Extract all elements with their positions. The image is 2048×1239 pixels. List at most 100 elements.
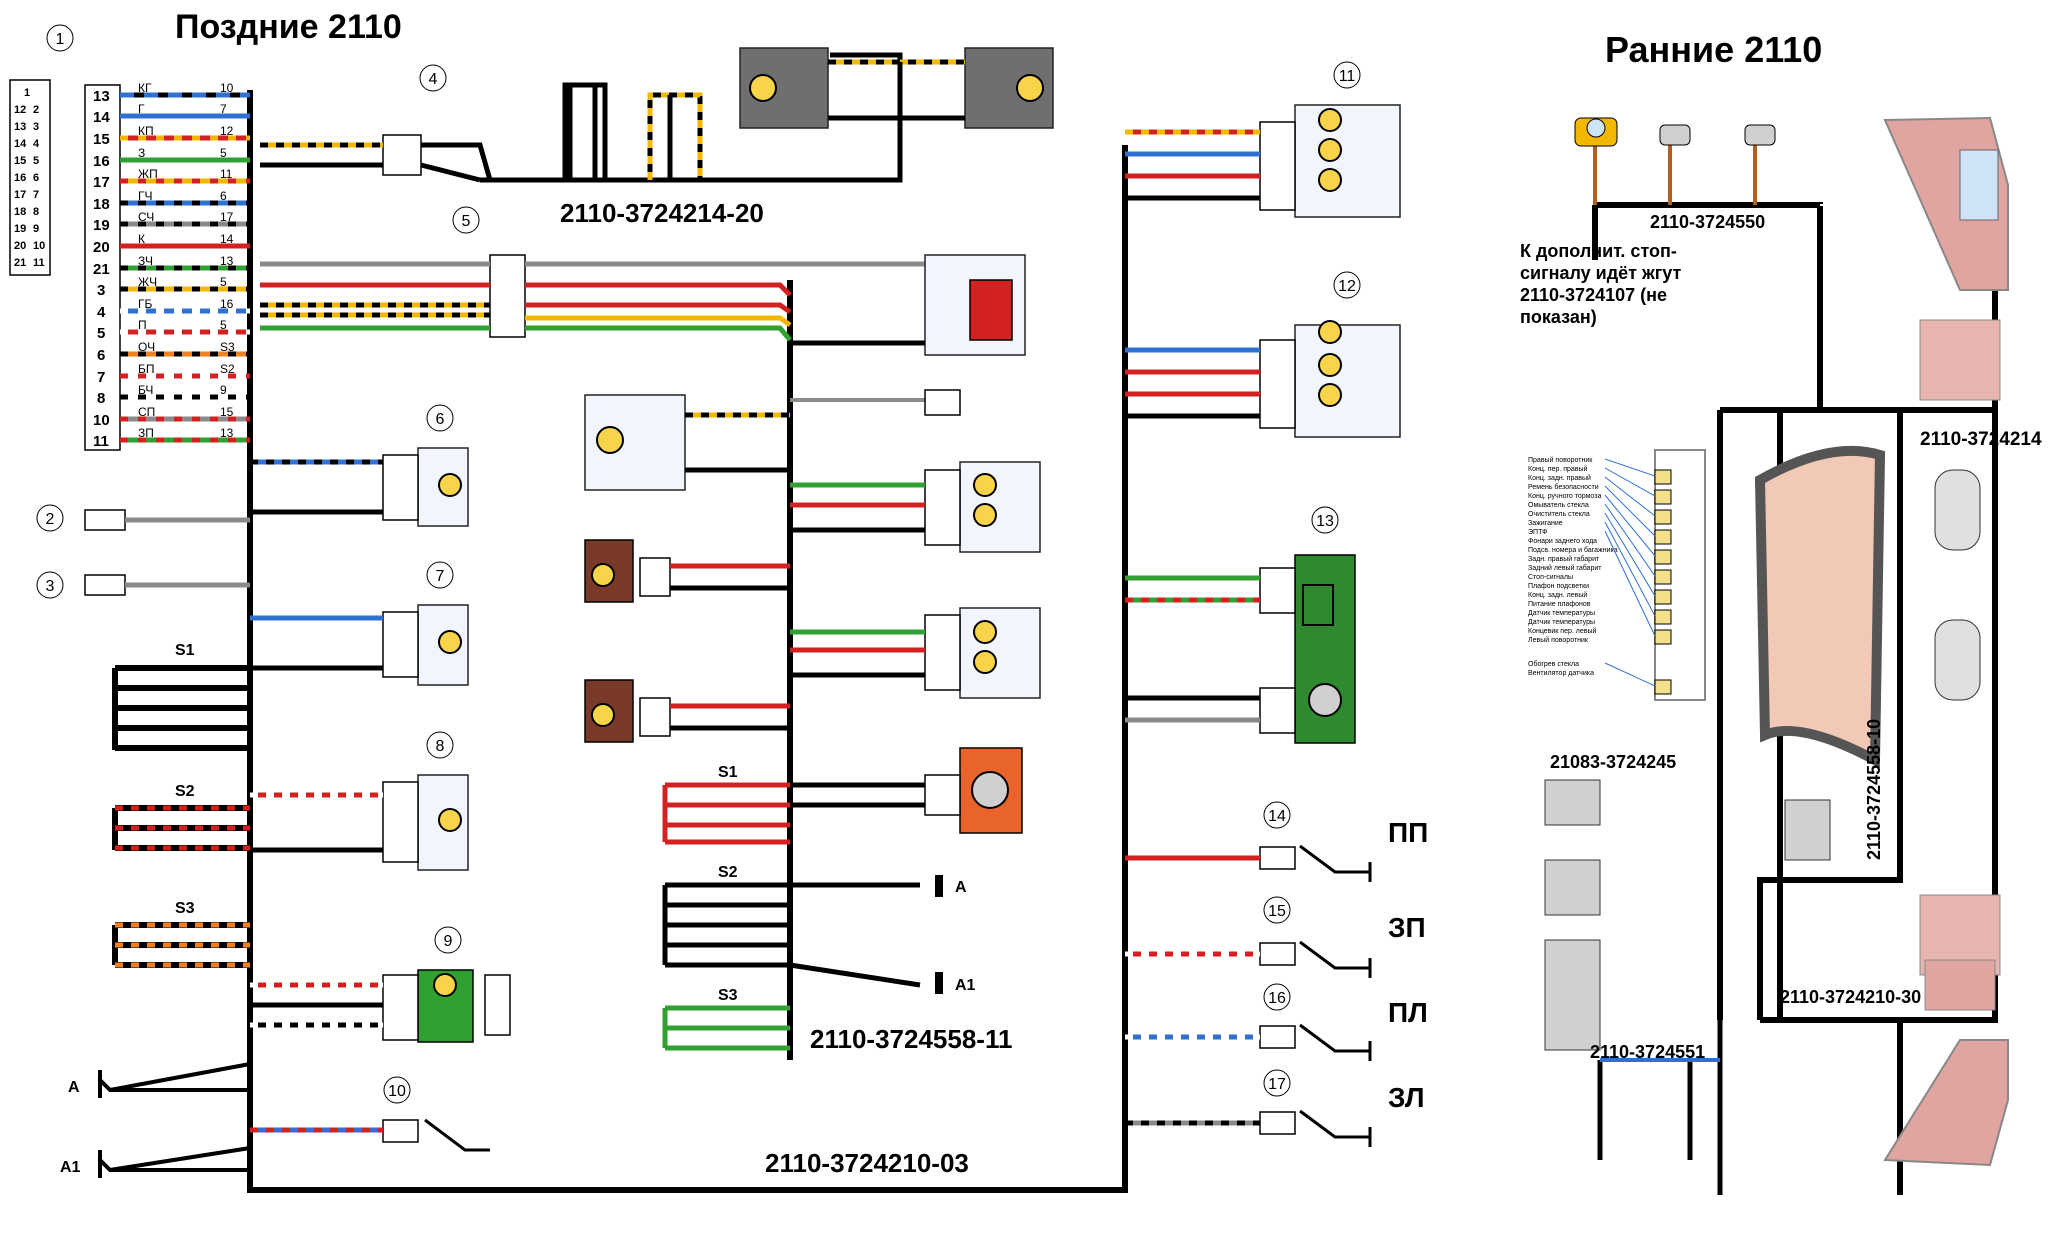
legend-item: Фонари заднего хода (1528, 538, 1597, 545)
grid-pin: 14 (14, 138, 27, 150)
pin-label: 6 (97, 347, 105, 364)
legend-item: Концевик пер. левый (1528, 627, 1596, 635)
late-title: Поздние 2110 (175, 8, 402, 46)
switch-pp: ПП (1388, 817, 1428, 848)
harness-code-early-d: 21083-3724245 (1550, 752, 1676, 772)
legend-item: Задн. правый габарит (1528, 555, 1600, 563)
wire-dest: 10 (220, 81, 234, 95)
early-title: Ранние 2110 (1605, 29, 1822, 70)
wire-code: ЖП (138, 167, 158, 181)
harness-code-early-b: 2110-3724214 (1920, 429, 2042, 450)
wire-code: Г (138, 102, 145, 116)
wire-dest: 11 (220, 167, 233, 181)
pin-label: 8 (97, 390, 105, 407)
connector-1-grid (9, 79, 51, 276)
switch-zp: ЗП (1388, 912, 1426, 943)
wire-dest: S2 (220, 362, 235, 376)
legend-item: Правый поворотник (1528, 456, 1593, 464)
component-number: 9 (444, 933, 453, 950)
wire-code: КГ (138, 81, 152, 95)
harness-code-early-a: 2110-3724550 (1650, 212, 1765, 232)
wire-code: ЖЧ (138, 275, 157, 289)
component-number: 7 (436, 568, 445, 585)
wire-code: К (138, 232, 145, 246)
legend-item: Обогрев стекла (1528, 660, 1579, 668)
legend-item: Задний левый габарит (1528, 564, 1602, 572)
wire-code: КП (138, 124, 154, 138)
pin-label: 5 (97, 325, 105, 342)
component-number: 14 (1268, 808, 1286, 825)
component-number: 16 (1268, 990, 1286, 1007)
component-number: 1 (56, 31, 65, 48)
pin-label: 13 (93, 88, 110, 105)
grid-pin: 2 (33, 104, 39, 116)
early-harness (1544, 116, 2009, 1195)
wire-code: БЧ (138, 383, 153, 397)
wire-dest: 6 (220, 189, 227, 203)
pin-label: 3 (97, 282, 105, 299)
component-number: 3 (46, 578, 55, 595)
wire-code: ГБ (138, 297, 152, 311)
harness-code-middle: 2110-3724558-11 (810, 1024, 1012, 1054)
pin-label: 20 (93, 239, 110, 256)
wire-code: СЧ (138, 210, 154, 224)
legend-item: Зажигание (1528, 520, 1563, 527)
splice-s3: S3 (175, 900, 195, 917)
wire-code: СП (138, 405, 155, 419)
wire-code: ЗП (138, 426, 154, 440)
grid-pin: 15 (14, 155, 26, 167)
pin-label: 16 (93, 153, 110, 170)
grid-pin: 10 (33, 240, 45, 252)
component-number: 4 (429, 71, 438, 88)
grid-pin: 12 (14, 104, 26, 116)
grid-pin: 4 (33, 138, 40, 150)
pin-label: 4 (97, 304, 106, 321)
legend-item: Датчик температуры (1528, 619, 1595, 626)
grid-pin: 13 (14, 121, 26, 133)
pin-label: 11 (93, 433, 109, 450)
component-number: 5 (462, 213, 471, 230)
wire-code: ОЧ (138, 340, 155, 354)
legend-item: Подсв. номера и багажника (1528, 546, 1618, 554)
grid-pin: 9 (33, 223, 39, 235)
connector-1 (84, 84, 121, 451)
pin-label: 14 (93, 109, 110, 126)
pin-label: 19 (93, 217, 110, 234)
pin-label: 10 (93, 412, 110, 429)
wire-code: П (138, 318, 147, 332)
component-number: 12 (1338, 278, 1356, 295)
splice-s1: S1 (175, 642, 195, 659)
switch-zl: ЗЛ (1388, 1082, 1425, 1113)
wire-dest: 13 (220, 254, 234, 268)
splice-s1-bus: S1 (718, 764, 738, 781)
component-number: 10 (388, 1083, 406, 1100)
legend-item: Конц. задн. правый (1528, 474, 1591, 482)
grid-pin: 3 (33, 121, 39, 133)
wire-dest: 5 (220, 275, 227, 289)
component-number: 17 (1268, 1076, 1286, 1093)
pin-label: 15 (93, 131, 110, 148)
grid-pin: 21 (14, 257, 26, 269)
grid-pin: 7 (33, 189, 39, 201)
pin-label: 17 (93, 174, 110, 191)
wire-dest: 7 (220, 102, 227, 116)
component-number: 15 (1268, 903, 1286, 920)
wire-code: БП (138, 362, 155, 376)
grid-pin: 18 (14, 206, 26, 218)
grid-pin: 8 (33, 206, 39, 218)
wire-dest: 13 (220, 426, 234, 440)
component-number: 13 (1316, 513, 1334, 530)
wire-code: З (138, 146, 145, 160)
ground-a1-bus: A1 (955, 977, 976, 994)
wire-dest: S3 (220, 340, 235, 354)
component-number: 11 (1339, 68, 1356, 85)
splice-s2: S2 (175, 783, 195, 800)
wire-dest: 9 (220, 383, 227, 397)
legend-item: Плафон подсветки (1528, 583, 1589, 590)
wire-code: ГЧ (138, 189, 153, 203)
wire-dest: 15 (220, 405, 234, 419)
wire-dest: 5 (220, 318, 227, 332)
harness-code-bottom: 2110-3724210-03 (765, 1148, 969, 1178)
grid-pin: 6 (33, 172, 39, 184)
legend-item: Конц. ручного тормоза (1528, 493, 1601, 500)
